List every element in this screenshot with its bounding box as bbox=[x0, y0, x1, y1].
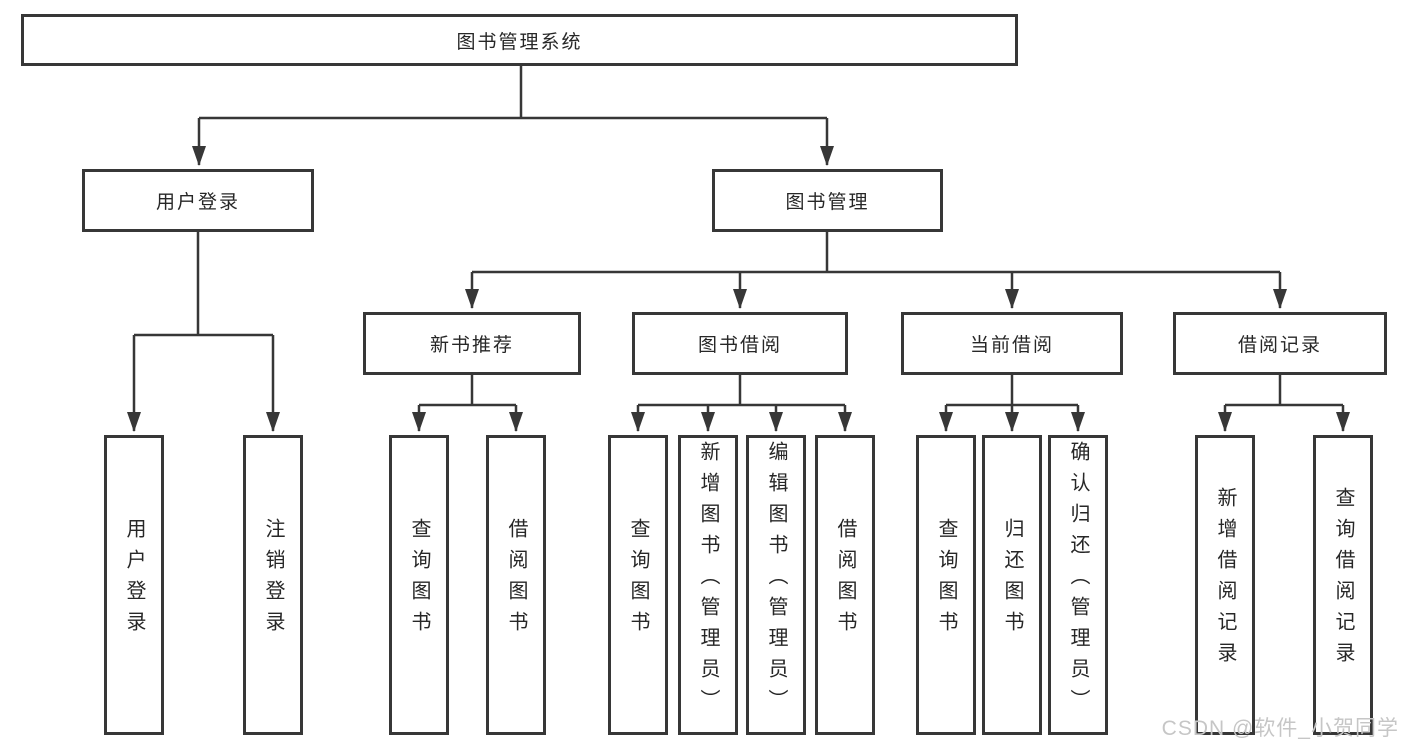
leaf-user-login-label: 用户登录 bbox=[123, 518, 145, 642]
node-book-management: 图书管理 bbox=[712, 169, 943, 232]
leaf-query-borrow-record-label: 查询借阅记录 bbox=[1332, 487, 1354, 673]
leaf-query-books-borrow: 查询图书 bbox=[608, 435, 668, 735]
leaf-logout: 注销登录 bbox=[243, 435, 303, 735]
leaf-add-book-admin-label: 新增图书（管理员） bbox=[697, 440, 719, 720]
leaf-query-borrow-record: 查询借阅记录 bbox=[1313, 435, 1373, 735]
node-user-login-label: 用户登录 bbox=[155, 192, 240, 213]
leaf-query-books-current: 查询图书 bbox=[916, 435, 976, 735]
leaf-user-login: 用户登录 bbox=[104, 435, 164, 735]
leaf-borrow-books-label: 借阅图书 bbox=[834, 518, 856, 642]
node-borrow-records-label: 借阅记录 bbox=[1237, 335, 1322, 356]
leaf-query-books-borrow-label: 查询图书 bbox=[627, 518, 649, 642]
leaf-borrow-books-recommend-label: 借阅图书 bbox=[505, 518, 527, 642]
root-node-label: 图书管理系统 bbox=[456, 31, 583, 53]
node-user-login: 用户登录 bbox=[82, 169, 314, 232]
node-borrow-records: 借阅记录 bbox=[1173, 312, 1387, 375]
leaf-confirm-return-admin-label: 确认归还（管理员） bbox=[1067, 440, 1089, 720]
leaf-add-borrow-record-label: 新增借阅记录 bbox=[1214, 487, 1236, 673]
root-node-book-management-system: 图书管理系统 bbox=[21, 14, 1018, 66]
leaf-query-books-recommend-label: 查询图书 bbox=[408, 518, 430, 642]
node-current-borrow: 当前借阅 bbox=[901, 312, 1123, 375]
node-new-book-recommend: 新书推荐 bbox=[363, 312, 581, 375]
leaf-query-books-current-label: 查询图书 bbox=[935, 518, 957, 642]
node-current-borrow-label: 当前借阅 bbox=[969, 335, 1054, 356]
leaf-edit-book-admin: 编辑图书（管理员） bbox=[746, 435, 806, 735]
node-new-book-recommend-label: 新书推荐 bbox=[429, 335, 514, 356]
leaf-add-borrow-record: 新增借阅记录 bbox=[1195, 435, 1255, 735]
leaf-edit-book-admin-label: 编辑图书（管理员） bbox=[765, 440, 787, 720]
leaf-confirm-return-admin: 确认归还（管理员） bbox=[1048, 435, 1108, 735]
leaf-return-book-label: 归还图书 bbox=[1001, 518, 1023, 642]
leaf-logout-label: 注销登录 bbox=[262, 518, 284, 642]
node-book-borrow: 图书借阅 bbox=[632, 312, 848, 375]
leaf-query-books-recommend: 查询图书 bbox=[389, 435, 449, 735]
leaf-borrow-books-recommend: 借阅图书 bbox=[486, 435, 546, 735]
leaf-borrow-books: 借阅图书 bbox=[815, 435, 875, 735]
node-book-borrow-label: 图书借阅 bbox=[697, 335, 782, 356]
leaf-add-book-admin: 新增图书（管理员） bbox=[678, 435, 738, 735]
node-book-management-label: 图书管理 bbox=[785, 192, 870, 213]
watermark-text: CSDN @软件_小贺同学 bbox=[1161, 717, 1399, 740]
leaf-return-book: 归还图书 bbox=[982, 435, 1042, 735]
